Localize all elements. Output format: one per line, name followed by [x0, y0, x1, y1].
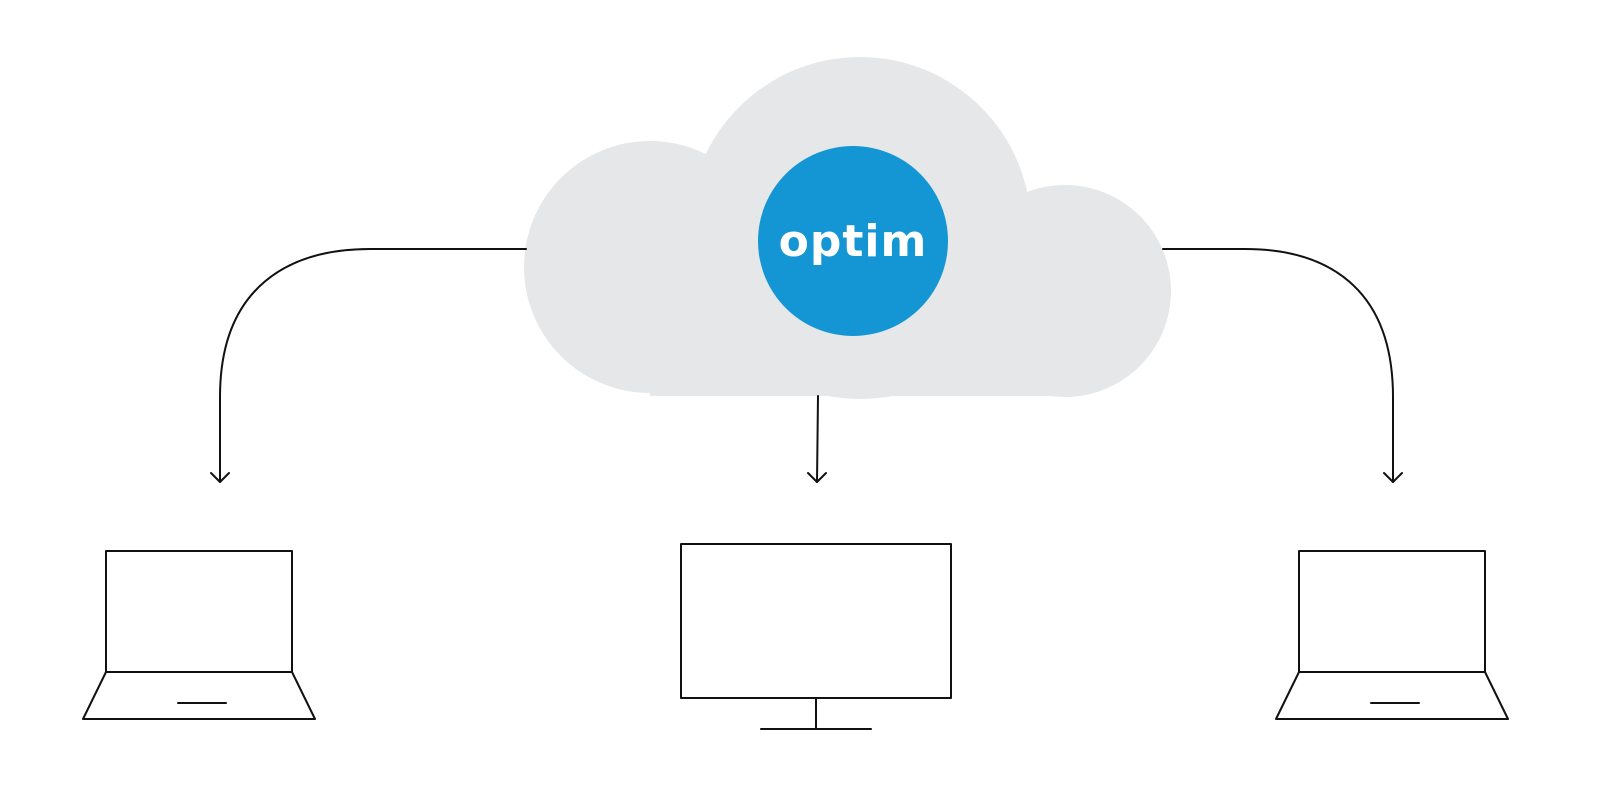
logo-text: optim: [779, 216, 928, 267]
center-connector-arrow: [807, 395, 827, 483]
right-laptop-icon: [1275, 550, 1509, 720]
left-laptop-icon: [82, 550, 316, 720]
logo-circle: [758, 146, 948, 336]
right-connector-arrow: [1162, 248, 1403, 483]
optim-logo: optim: [758, 146, 948, 336]
left-connector-arrow: [210, 248, 527, 483]
desktop-monitor-icon: [680, 543, 952, 730]
